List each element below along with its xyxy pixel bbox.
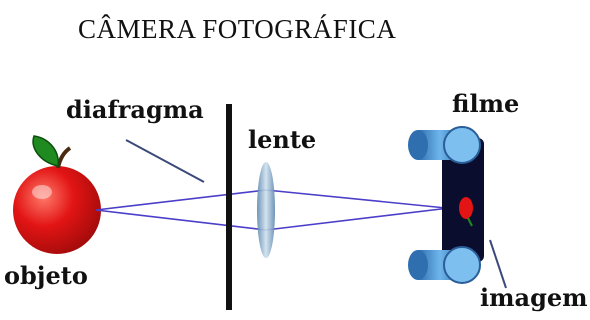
light-rays — [95, 189, 467, 231]
lente-label: lente — [248, 125, 317, 154]
inverted-image — [459, 197, 473, 219]
apple-leaf — [32, 135, 59, 167]
diafragma-label: diafragma — [66, 95, 204, 124]
lens-shape — [257, 162, 275, 258]
diagram-title: CÂMERA FOTOGRÁFICA — [78, 14, 397, 44]
apple-object — [13, 135, 101, 254]
diaphragm-bar — [226, 104, 232, 310]
filme-label: filme — [452, 89, 520, 118]
diafragma-pointer-line — [125, 139, 205, 183]
imagem-pointer-line — [489, 239, 507, 289]
imagem-label: imagem — [480, 283, 588, 312]
objeto-label: objeto — [4, 261, 88, 290]
film-camera-back — [408, 126, 484, 284]
